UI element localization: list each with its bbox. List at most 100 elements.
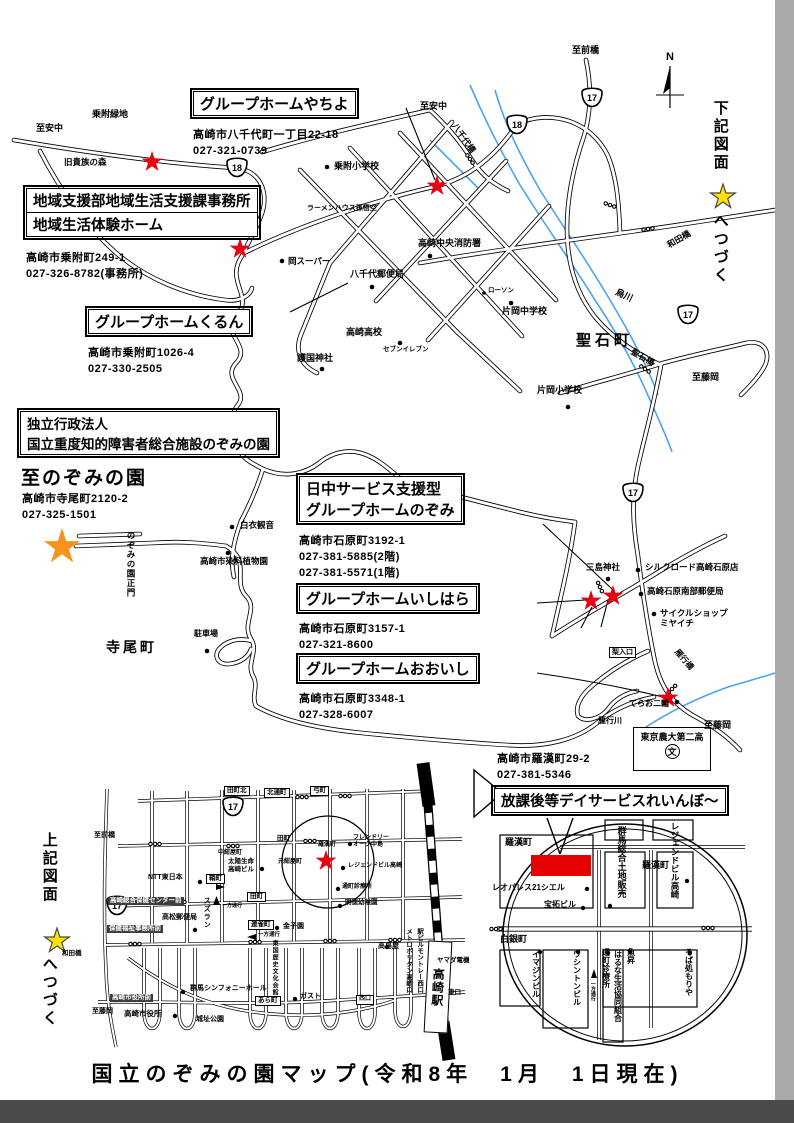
map-label: 群馬シンフォニーホール (190, 985, 267, 992)
facility-box-ooishi: グループホームおおいし (296, 653, 480, 684)
map-label: レジェンドビル高崎 (348, 863, 403, 869)
phone-line: 027-328-6007 (299, 708, 374, 721)
address-line: 高崎市乗附町249-1 (26, 252, 126, 264)
facility-address: 高崎市乗附町249-1 027-326-8782(事務所) (26, 251, 143, 283)
map-label: 元紺屋町 (278, 859, 303, 865)
map-label: 至藤岡 (692, 372, 720, 382)
map-label: 至安中 (36, 123, 64, 133)
map-label: 中紺屋町 (218, 850, 243, 856)
facility-box-nozomi: 日中サービス支援型 グループホームのぞみ (296, 473, 465, 525)
map-label: 至安中 (420, 101, 448, 111)
address-line: 高崎市石原町3348-1 (299, 693, 406, 705)
map-label: 至藤岡 (704, 720, 732, 730)
map-label: 宝拓ビル (544, 900, 576, 909)
map-label: 一方通行 (589, 981, 596, 1001)
continuation-note: へつづく (711, 213, 729, 285)
phone-line: 027-326-8782(事務所) (26, 267, 144, 280)
map-label: ラーメンハウス孫悟空 (307, 205, 377, 212)
pointer-lines (473, 768, 574, 855)
map-label: 八千代郵便局 (350, 269, 405, 279)
bus-stop-label: 高崎市役所前 (110, 994, 153, 1003)
map-artwork: 18 18 17 17 17 17 17 N (0, 51, 775, 1062)
facility-highlight-rect (531, 855, 591, 876)
map-label-boxed: 西口 (356, 995, 375, 1005)
map-label: はるな生活協同組合 (613, 950, 623, 1022)
map-page: 18 18 17 17 17 17 17 N グループホームやちよ 高崎市八千代… (0, 0, 775, 1100)
map-label-boxed: あら町 (255, 996, 281, 1007)
map-label: NTT東日本 (148, 874, 183, 881)
phone-line: 027-381-5346 (497, 768, 572, 781)
map-label: 一方通行 (258, 932, 281, 938)
map-label: てらお二輪 (629, 699, 669, 708)
map-label: 群馬総合土地販売 (616, 826, 627, 898)
map-label: レオパレス21シエル (492, 883, 565, 892)
bus-stop-label: 高崎総合保健センター前 (108, 897, 184, 906)
route-badge-17: 17 (683, 310, 693, 320)
continuation-note: 下記図面 (711, 100, 729, 172)
address-line: 高崎市乗附町1026-4 (88, 347, 195, 359)
continuation-note: へつづく (40, 956, 58, 1028)
map-label: 護国神社 (297, 353, 334, 363)
continuation-note: 上記図面 (40, 832, 58, 904)
map-label: 乗附小学校 (334, 161, 380, 171)
map-label: 高島屋 (378, 943, 399, 950)
station-box: 高崎駅 (423, 940, 453, 1034)
bridge-label: 和田橋 (62, 950, 82, 957)
facility-address: 高崎市石原町3348-1 027-328-6007 (299, 692, 405, 724)
route-badges: 18 18 17 17 17 17 17 (106, 87, 699, 916)
map-label: そば処もりや (684, 948, 694, 996)
route-badge-18: 18 (512, 120, 522, 130)
map-label: 岡スーパー (288, 256, 331, 266)
map-label: 明徳幼稚園 (345, 899, 378, 906)
map-label: 魚昇 (626, 948, 636, 964)
street-label: 白銀町 (500, 934, 528, 944)
facility-name: グループホームくるん (95, 314, 244, 331)
map-label: 片岡中学校 (502, 306, 548, 316)
facility-name2: グループホームのぞみ (306, 502, 455, 519)
poi-dots (172, 164, 693, 1019)
map-label: 乗附緑地 (92, 109, 129, 119)
map-label: 高崎市染料植物園 (200, 556, 269, 566)
map-label: セブンイレブン (383, 346, 429, 353)
map-label: 駐車場 (194, 629, 218, 638)
continuation-star-yellow (45, 928, 70, 952)
map-label: 至藤岡 (92, 1008, 113, 1015)
map-label: スズラン (203, 897, 211, 929)
map-label: 高崎石原南部郵便局 (647, 586, 724, 596)
map-label: のぞみの園正門 (126, 531, 137, 598)
school-mark: 文 (667, 747, 677, 757)
map-label: 高松郵便局 (162, 914, 197, 921)
map-label: 高崎市役所 (124, 1009, 162, 1018)
map-label: 東国歴史文化会館 (271, 940, 278, 996)
map-label: 羅漢町 (642, 860, 670, 870)
map-label: 羅漢町 (318, 842, 337, 848)
facility-name: 地域支援部地域生活支援課事務所 (33, 194, 251, 210)
map-label: 城址公園 (196, 1016, 224, 1023)
map-label: 高崎中央消防署 (418, 238, 482, 248)
address-line: 高崎市石原町3192-1 (299, 535, 406, 547)
map-label-boxed: 鞘町 (206, 874, 225, 885)
route-badge-17: 17 (112, 901, 122, 911)
map-label: 一方通行 (222, 903, 243, 909)
facility-box-yachiyo: グループホームやちよ (190, 88, 359, 119)
continuation-star-yellow (711, 184, 736, 208)
map-label: 旧貴族の森 (64, 157, 107, 167)
school-box-nodai: 東京農大第二高 文 (633, 727, 711, 771)
facility-name: グループホームいしはら (306, 591, 470, 608)
map-label: フレンドリー オーク中島 (353, 835, 390, 849)
facility-name: グループホームやちよ (200, 96, 349, 113)
facility-box-nozominosono: 独立行政法人 国立重度知的障害者総合施設のぞみの園 (17, 408, 280, 458)
phone-line: 027-325-1501 (22, 508, 97, 521)
route-badge-17: 17 (628, 488, 638, 498)
map-label: イマジンビル (531, 950, 541, 998)
map-label: レジェンドビル高崎 (670, 822, 681, 899)
map-label: メトロポリタン高崎口 (404, 928, 412, 993)
map-label: シルクロード高崎石原店 (645, 562, 739, 572)
address-line: 高崎市八千代町一丁目22-18 (193, 129, 339, 141)
detail-blocks (499, 819, 698, 1043)
school-symbol-icon: 文 (664, 744, 680, 759)
